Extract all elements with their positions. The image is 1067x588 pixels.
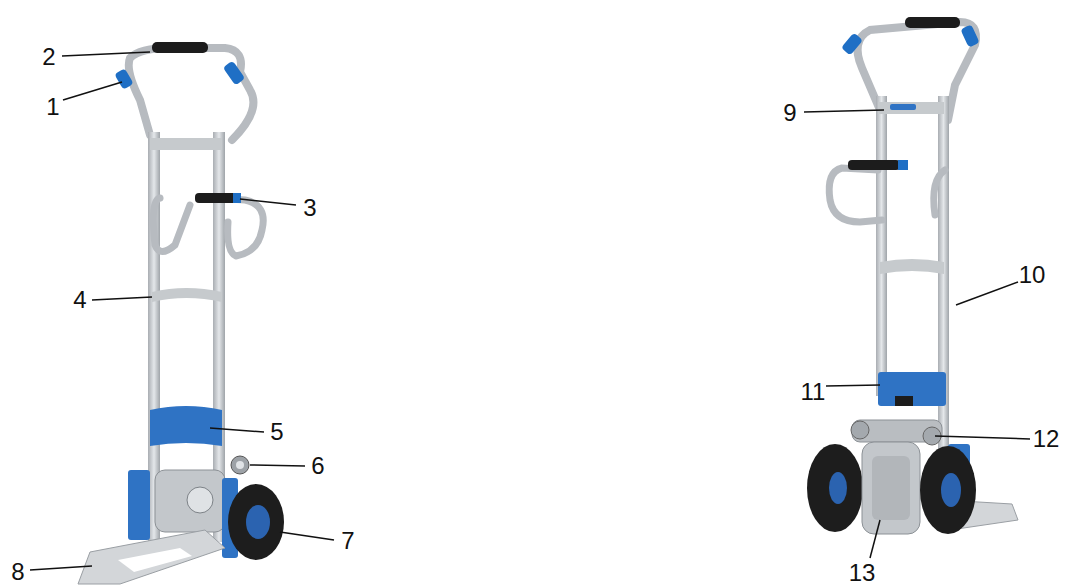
- callout-number: 8: [11, 560, 24, 584]
- leader-line: [956, 282, 1018, 305]
- top-bar: [878, 102, 944, 114]
- leader-line: [240, 199, 296, 205]
- wheel: [228, 484, 284, 560]
- handle-grip: [905, 17, 960, 28]
- callout-number: 2: [42, 45, 55, 69]
- battery-connector: [895, 396, 913, 406]
- handle-grip-blue: [223, 61, 245, 86]
- callout-number: 6: [311, 454, 324, 478]
- left-hand-truck: [78, 42, 284, 584]
- wheel-hub: [246, 505, 270, 539]
- roller: [851, 421, 869, 439]
- callout-number: 11: [801, 380, 826, 404]
- leader-line: [804, 110, 884, 112]
- grip-loop: [153, 198, 263, 256]
- cross-bar: [880, 259, 944, 274]
- callout-number: 10: [1019, 263, 1046, 287]
- control-panel: [890, 104, 916, 110]
- frame-rail: [876, 96, 887, 396]
- callout-number: 9: [783, 101, 796, 125]
- grip: [848, 160, 900, 170]
- leader-line: [92, 297, 152, 300]
- handle-grip-blue: [114, 68, 133, 90]
- callout-number: 4: [73, 288, 86, 312]
- wheel: [807, 444, 863, 532]
- motor-housing: [155, 470, 225, 532]
- right-hand-truck: [807, 17, 1018, 534]
- leader-line: [826, 385, 880, 386]
- handle-grip-blue: [841, 32, 863, 55]
- callout-number: 3: [303, 196, 316, 220]
- leader-line: [935, 436, 1030, 439]
- leader-line: [250, 465, 305, 466]
- blue-plate: [150, 406, 222, 446]
- battery-holder: [878, 372, 946, 406]
- callout-number: 1: [46, 95, 59, 119]
- motor-cap: [187, 487, 213, 513]
- motor-housing: [862, 442, 920, 534]
- callout-number: 7: [341, 529, 354, 553]
- wheel: [920, 446, 976, 534]
- cross-bar: [152, 288, 222, 302]
- top-handle: [129, 48, 254, 140]
- cross-bar: [150, 138, 222, 150]
- gear-cover: [872, 456, 910, 520]
- callout-number: 13: [849, 561, 876, 585]
- wheel-hub: [941, 473, 961, 507]
- leader-line: [210, 428, 264, 432]
- leader-line: [63, 82, 122, 100]
- roller: [231, 456, 249, 474]
- wheel-hub: [829, 472, 847, 504]
- grip: [195, 193, 237, 203]
- handle-grip-blue: [960, 24, 979, 47]
- leader-line: [30, 566, 92, 570]
- leader-lines: [30, 52, 1030, 570]
- leader-line: [280, 532, 334, 540]
- callout-number: 5: [270, 420, 283, 444]
- leader-line: [870, 520, 880, 558]
- toe-plate-cutout: [118, 548, 192, 572]
- grip-blue: [233, 193, 241, 203]
- callout-number: 12: [1033, 427, 1060, 451]
- grip-loop: [829, 168, 945, 222]
- toe-plate: [78, 530, 225, 584]
- grip-blue: [898, 160, 908, 170]
- handle-grip: [152, 42, 208, 53]
- leader-line: [62, 52, 150, 56]
- roller: [236, 461, 244, 469]
- side-plate: [128, 470, 150, 540]
- top-handle: [858, 22, 977, 120]
